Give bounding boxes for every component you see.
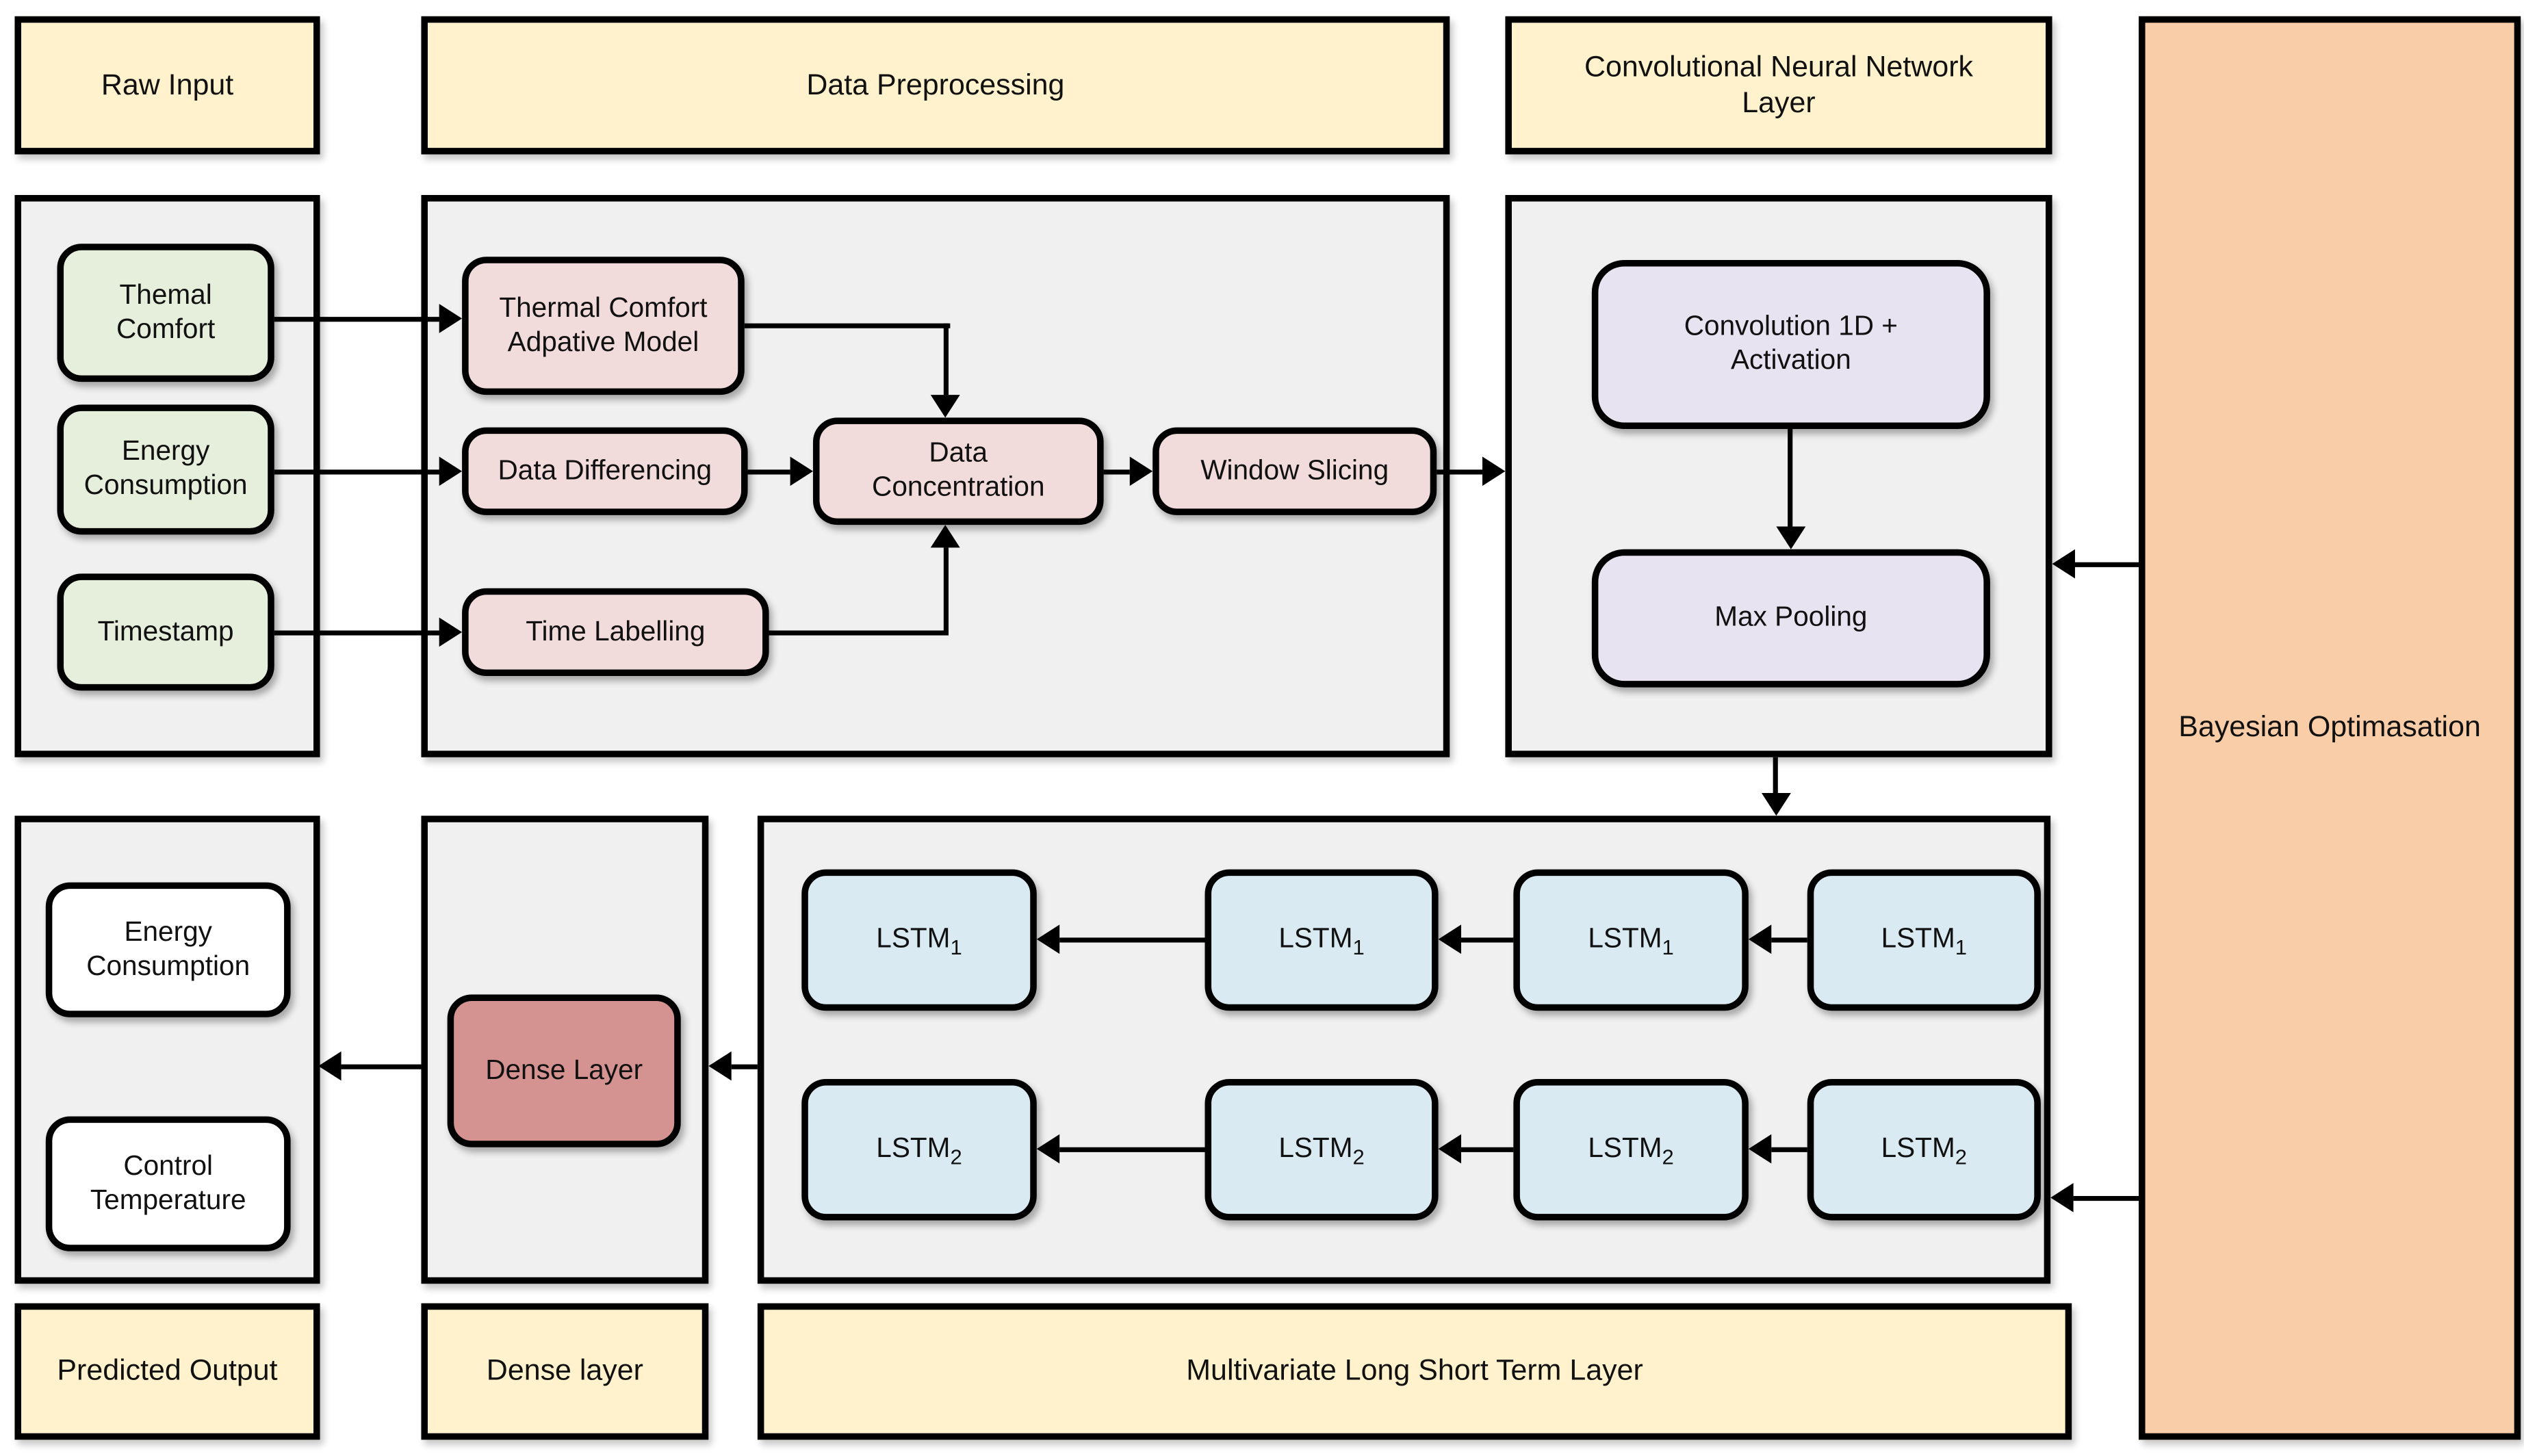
node-lstm2-t2-label: LSTM2 xyxy=(1278,1132,1365,1169)
node-time-labelling: Time Labelling xyxy=(462,588,769,676)
node-window-slicing-label: Window Slicing xyxy=(1200,454,1389,486)
node-lstm2-t4: LSTM2 xyxy=(1807,1079,2041,1221)
node-lstm2-t1: LSTM2 xyxy=(801,1079,1037,1221)
node-data-differencing-label: Data Differencing xyxy=(498,454,712,486)
node-max-pooling-label: Max Pooling xyxy=(1714,601,1868,633)
bayesian-optimisation-label: Bayesian Optimasation xyxy=(2178,710,2481,743)
footer-predicted-output: Predicted Output xyxy=(14,1303,320,1440)
footer-predicted-output-label: Predicted Output xyxy=(57,1353,278,1386)
header-cnn-layer-label: Convolutional Neural Network Layer xyxy=(1584,49,1974,118)
node-energy-consumption-output-label: Energy Consumption xyxy=(86,915,250,981)
node-dense-layer: Dense Layer xyxy=(447,994,681,1147)
node-lstm1-t4: LSTM1 xyxy=(1807,869,2041,1011)
node-timestamp-label: Timestamp xyxy=(97,615,234,647)
node-lstm2-t3: LSTM2 xyxy=(1513,1079,1749,1221)
node-lstm1-t2: LSTM1 xyxy=(1205,869,1439,1011)
node-lstm1-t3-label: LSTM1 xyxy=(1588,923,1674,960)
node-control-temperature-label: Control Temperature xyxy=(90,1149,246,1215)
node-lstm1-t2-label: LSTM1 xyxy=(1278,923,1365,960)
header-cnn-layer: Convolutional Neural Network Layer xyxy=(1505,16,2052,155)
node-lstm2-t2: LSTM2 xyxy=(1205,1079,1439,1221)
node-energy-consumption-output: Energy Consumption xyxy=(45,882,291,1017)
node-energy-consumption-input: Energy Consumption xyxy=(57,404,274,535)
footer-dense-layer-label: Dense layer xyxy=(486,1353,643,1386)
node-thermal-comfort-label: Themal Comfort xyxy=(116,278,216,344)
node-thermal-comfort-adaptive-model: Thermal Comfort Adpative Model xyxy=(462,257,745,395)
node-data-concentration-label: Data Concentration xyxy=(872,437,1045,502)
node-thermal-comfort-adaptive-model-label: Thermal Comfort Adpative Model xyxy=(499,291,708,357)
node-lstm2-t3-label: LSTM2 xyxy=(1588,1132,1674,1169)
footer-multivariate-lstm-label: Multivariate Long Short Term Layer xyxy=(1186,1353,1643,1386)
node-lstm1-t3: LSTM1 xyxy=(1513,869,1749,1011)
bayesian-optimisation-box: Bayesian Optimasation xyxy=(2139,16,2521,1440)
node-energy-consumption-input-label: Energy Consumption xyxy=(83,436,248,501)
node-control-temperature: Control Temperature xyxy=(45,1116,291,1251)
header-raw-input-label: Raw Input xyxy=(101,67,234,101)
node-max-pooling: Max Pooling xyxy=(1591,549,1990,688)
node-convolution-activation-label: Convolution 1D + Activation xyxy=(1684,311,1898,376)
node-data-concentration: Data Concentration xyxy=(812,417,1104,525)
node-lstm1-t1: LSTM1 xyxy=(801,869,1037,1011)
node-lstm1-t1-label: LSTM1 xyxy=(876,923,962,960)
header-data-preprocessing-label: Data Preprocessing xyxy=(806,67,1065,101)
node-lstm1-t4-label: LSTM1 xyxy=(1881,923,1968,960)
footer-dense-layer: Dense layer xyxy=(421,1303,709,1440)
node-lstm2-t1-label: LSTM2 xyxy=(876,1132,962,1169)
footer-multivariate-lstm: Multivariate Long Short Term Layer xyxy=(757,1303,2072,1440)
header-raw-input: Raw Input xyxy=(14,16,320,155)
node-timestamp: Timestamp xyxy=(57,573,274,691)
node-window-slicing: Window Slicing xyxy=(1152,427,1437,515)
node-data-differencing: Data Differencing xyxy=(462,427,748,515)
node-dense-layer-label: Dense Layer xyxy=(485,1054,643,1085)
header-data-preprocessing: Data Preprocessing xyxy=(421,16,1450,155)
node-convolution-activation: Convolution 1D + Activation xyxy=(1591,260,1990,429)
node-lstm2-t4-label: LSTM2 xyxy=(1881,1132,1968,1169)
node-time-labelling-label: Time Labelling xyxy=(526,615,706,647)
node-thermal-comfort: Themal Comfort xyxy=(57,244,274,382)
